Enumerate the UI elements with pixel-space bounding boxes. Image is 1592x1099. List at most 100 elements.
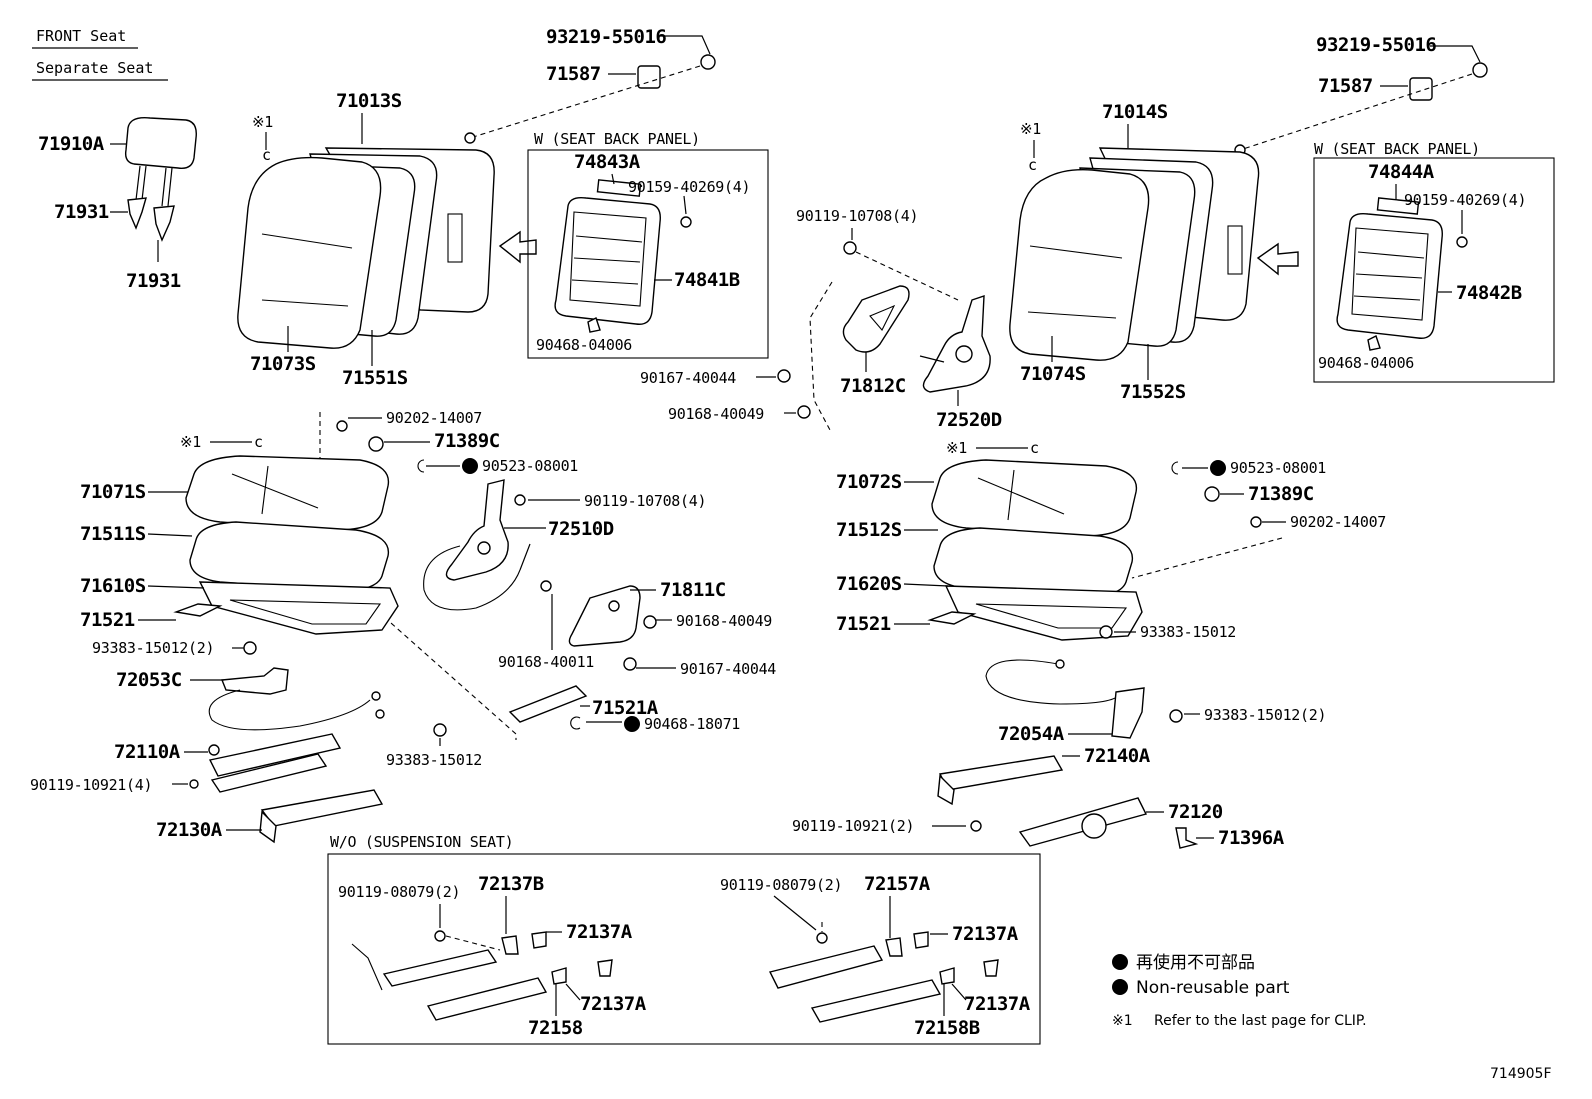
clip-symbol-4: c <box>1030 439 1039 457</box>
label-71074s: 71074S <box>1020 363 1086 385</box>
label-90202-14007-left: 90202-14007 <box>386 409 482 427</box>
label-71587-right: 71587 <box>1318 75 1373 97</box>
label-71389c-left: 71389C <box>434 430 500 452</box>
legend-dot-jp <box>1112 954 1128 970</box>
label-71587-left: 71587 <box>546 63 601 85</box>
label-74843a: 74843A <box>574 151 641 173</box>
screw-drawing-a <box>243 641 257 655</box>
label-72130a: 72130A <box>156 819 223 841</box>
legend-clip-mark: ※1 <box>1112 1013 1133 1029</box>
label-71389c-right: 71389C <box>1248 483 1314 505</box>
label-93219-55016-right: 93219-55016 <box>1316 34 1436 56</box>
label-90468-04006-right: 90468-04006 <box>1318 354 1414 372</box>
clip-mark-left-cushion: ※1 <box>180 433 201 451</box>
label-90167-40044-center: 90167-40044 <box>640 369 736 387</box>
label-72158: 72158 <box>528 1017 583 1039</box>
label-93383-15012-2-right: 93383-15012(2) <box>1204 706 1326 724</box>
lever-72054a-drawing <box>985 659 1183 739</box>
label-90168-40049-left: 90168-40049 <box>676 612 772 630</box>
left-shield-71811c-drawing <box>568 585 657 671</box>
clip-90468-drawing <box>570 716 581 730</box>
knob-right-drawing <box>1204 486 1220 502</box>
suspension-seat-box <box>327 853 1041 1045</box>
nonreusable-dot-90468 <box>624 716 640 732</box>
label-71552s: 71552S <box>1120 381 1186 403</box>
label-72158b: 72158B <box>914 1017 980 1039</box>
diagram-id: 714905F <box>1490 1066 1552 1082</box>
label-74841b: 74841B <box>674 269 740 291</box>
label-71931-b: 71931 <box>126 270 181 292</box>
label-71013s: 71013S <box>336 90 402 112</box>
label-71610s: 71610S <box>80 575 146 597</box>
right-cushion-drawing <box>927 459 1143 641</box>
label-72520d: 72520D <box>936 409 1002 431</box>
header-separate-seat: Separate Seat <box>36 59 153 77</box>
label-74844a: 74844A <box>1368 161 1435 183</box>
left-seatback-drawing <box>237 147 537 349</box>
label-90119-10921-2: 90119-10921(2) <box>792 817 914 835</box>
left-top-bolt-drawing <box>464 54 716 144</box>
label-72137a-l1: 72137A <box>566 921 633 943</box>
label-72137b: 72137B <box>478 873 544 895</box>
label-72137a-r2: 72137A <box>964 993 1031 1015</box>
left-cushion-drawing <box>173 455 399 635</box>
right-dashed-line <box>1131 537 1283 579</box>
label-90202-14007-right: 90202-14007 <box>1290 513 1386 531</box>
nonreusable-dot-right <box>1210 460 1226 476</box>
clip-mark-right-back: ※1 <box>1020 120 1041 138</box>
clip-90523-right-drawing <box>1171 461 1179 475</box>
clip-symbol: c <box>262 146 271 164</box>
label-90523-08001-left: 90523-08001 <box>482 457 578 475</box>
label-90119-10708-left: 90119-10708(4) <box>584 492 706 510</box>
label-90468-18071: 90468-18071 <box>644 715 740 733</box>
right-seat-back-panel-box <box>1313 157 1555 383</box>
screw-right-drawing <box>1099 625 1113 639</box>
label-71521-left: 71521 <box>80 609 135 631</box>
label-72157a: 72157A <box>864 873 931 895</box>
legend-jp: 再使用不可部品 <box>1136 952 1255 973</box>
label-71014s: 71014S <box>1102 101 1168 123</box>
label-90167-40044-left: 90167-40044 <box>680 660 776 678</box>
headrest-drawing <box>124 117 197 242</box>
label-72137a-l2: 72137A <box>580 993 647 1015</box>
washer-right-drawing <box>1250 516 1262 528</box>
label-71910a: 71910A <box>38 133 105 155</box>
legend-en: Non-reusable part <box>1136 978 1290 998</box>
label-74842b: 74842B <box>1456 282 1522 304</box>
clip-mark-right-cushion: ※1 <box>946 439 967 457</box>
clip-symbol-2: c <box>254 433 263 451</box>
label-71931-a: 71931 <box>54 201 109 223</box>
label-90119-08079-left: 90119-08079(2) <box>338 883 460 901</box>
label-90119-08079-right: 90119-08079(2) <box>720 876 842 894</box>
label-93219-55016-left: 93219-55016 <box>546 26 666 48</box>
center-hinge-drawing <box>777 241 991 431</box>
left-hinge-72510d-drawing <box>423 479 552 611</box>
suspension-title: W/O (SUSPENSION SEAT) <box>330 833 513 851</box>
legend-note: Refer to the last page for CLIP. <box>1154 1013 1367 1029</box>
label-72137a-r1: 72137A <box>952 923 1019 945</box>
label-93383-15012-2-left: 93383-15012(2) <box>92 639 214 657</box>
label-90468-04006-left: 90468-04006 <box>536 336 632 354</box>
label-72110a: 72110A <box>114 741 181 763</box>
left-panel-title: W (SEAT BACK PANEL) <box>534 130 700 148</box>
suspension-right-drawing <box>768 922 999 1023</box>
nonreusable-dot-left <box>462 458 478 474</box>
label-90159-40269-left: 90159-40269(4) <box>628 178 750 196</box>
label-93383-15012-right: 93383-15012 <box>1140 623 1236 641</box>
suspension-left-drawing <box>351 930 613 1021</box>
adjuster-72120-drawing <box>1018 797 1199 849</box>
left-panel-board-drawing <box>554 179 692 333</box>
right-seatback-drawing <box>1009 147 1299 361</box>
label-90159-40269-right: 90159-40269(4) <box>1404 191 1526 209</box>
header-front-seat: FRONT Seat <box>36 27 126 45</box>
label-72510d: 72510D <box>548 518 614 540</box>
label-90168-40011: 90168-40011 <box>498 653 594 671</box>
label-71811c: 71811C <box>660 579 726 601</box>
label-72054a: 72054A <box>998 723 1065 745</box>
clip-symbol-3: c <box>1028 156 1037 174</box>
label-71073s: 71073S <box>250 353 316 375</box>
right-panel-board-drawing <box>1336 197 1468 351</box>
label-71512s: 71512S <box>836 519 902 541</box>
label-71072s: 71072S <box>836 471 902 493</box>
